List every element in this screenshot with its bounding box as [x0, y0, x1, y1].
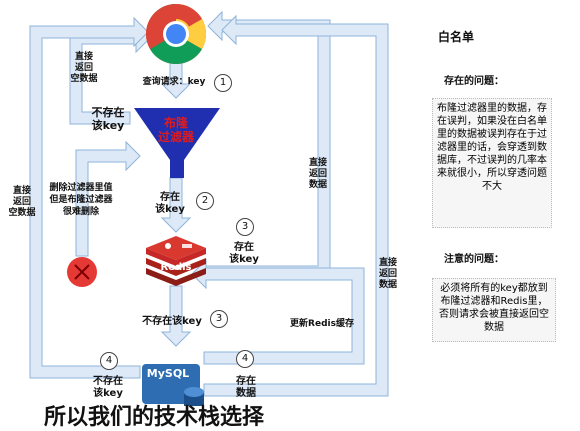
not-exist-top-label: 不存在 该key — [91, 106, 125, 132]
redis-icon — [146, 236, 206, 286]
arrow-mysql-back-to-chrome — [29, 16, 149, 379]
exist-key-redis-label: 存在 该key — [229, 242, 259, 265]
bloom-filter-funnel — [134, 108, 220, 178]
arrow-delete-to-filter — [75, 140, 141, 257]
problem-heading: 存在的问题： — [444, 76, 504, 87]
return-data-right-label: 直接 返回 数据 — [308, 158, 327, 190]
mysql-icon — [142, 364, 204, 406]
update-cache-label: 更新Redis缓存 — [290, 319, 354, 329]
cache-flow-diagram — [29, 3, 389, 406]
step-3-mysql: 3 — [210, 310, 228, 328]
whitelist-title: 白名单 — [438, 30, 475, 44]
arrow-mysql-back-to-chrome-right — [203, 14, 389, 397]
return-empty-left-label: 直接 返回 空数据 — [8, 186, 36, 218]
not-exist-redis-label: 不存在该key — [142, 316, 202, 327]
arrow-chrome-to-filter — [160, 61, 192, 99]
step-4-left: 4 — [100, 352, 118, 370]
arrow-redis-back-to-chrome — [199, 10, 331, 279]
exist-key-mid-label: 存在 该key — [155, 192, 185, 215]
note-heading: 注意的问题： — [444, 254, 504, 265]
note-text: 必须将所有的key都放到布隆过滤器和Redis里，否则请求会被直接返回空数据 — [432, 278, 556, 342]
redis-label: Redis — [160, 262, 192, 273]
footer-text: 所以我们的技术栈选择 — [44, 405, 265, 430]
exist-data-label: 存在 数据 — [236, 376, 256, 399]
step-1: 1 — [214, 74, 232, 92]
step-3-redis: 3 — [236, 218, 254, 236]
chrome-browser-icon — [145, 3, 207, 65]
mysql-label: MySQL — [146, 367, 190, 380]
step-4-right: 4 — [236, 350, 254, 368]
filter-label: 布隆 过滤器 — [157, 116, 194, 144]
deny-circle-icon — [67, 257, 97, 287]
return-empty-top-label: 直接 返回 空数据 — [70, 52, 98, 84]
arrow-filter-to-redis — [160, 177, 192, 233]
problem-text: 布隆过滤器里的数据，存在误判，如果没在白名单里的数据被误判存在于过滤器里的话，会… — [432, 98, 552, 228]
delete-note-label: 删除过滤器里值 但是布隆过滤器 很难删除 — [49, 183, 113, 217]
not-exist-bottom-label: 不存在 该key — [93, 376, 123, 399]
step-2: 2 — [196, 192, 214, 210]
flow-arrows — [29, 10, 389, 397]
arrow-redis-to-mysql — [160, 285, 192, 347]
arrow-update-redis-cache — [191, 258, 365, 365]
query-label: 查询请求：key — [142, 77, 206, 87]
return-data-far-label: 直接 返回 数据 — [378, 258, 397, 290]
